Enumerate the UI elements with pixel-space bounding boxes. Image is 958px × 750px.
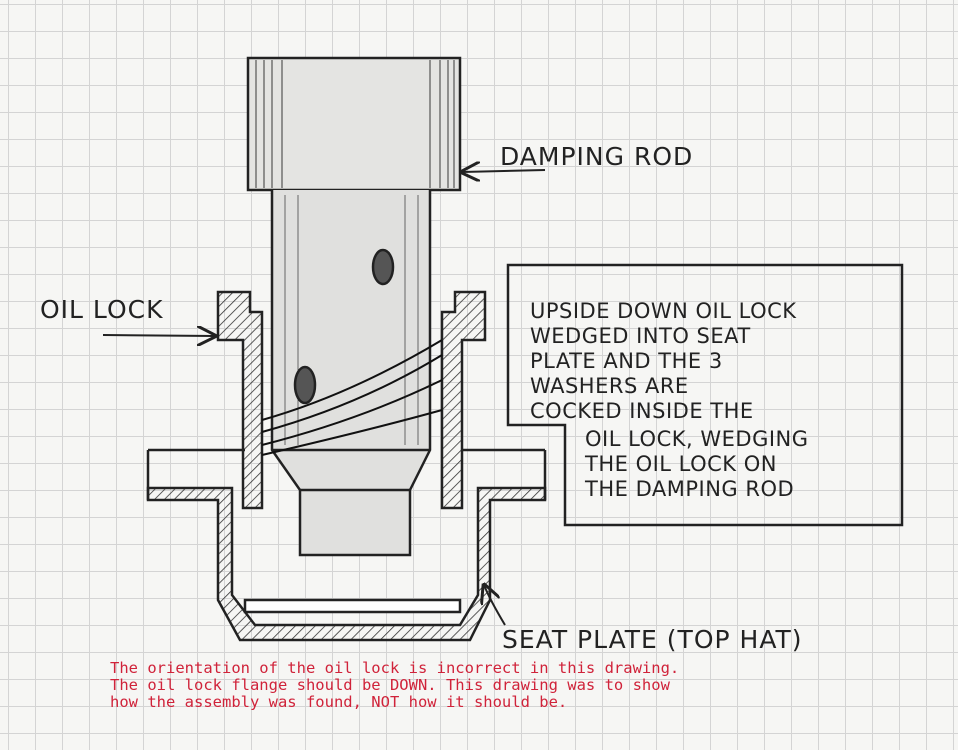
callout-line: COCKED INSIDE THE [530, 399, 754, 423]
callout-line: WEDGED INTO SEAT [530, 324, 751, 348]
damping-rod [246, 56, 462, 557]
seat-plate-arrow [484, 585, 506, 626]
callout-line: OIL LOCK, WEDGING [585, 427, 809, 451]
callout-line: WASHERS ARE [530, 374, 689, 398]
label-seat-plate: SEAT PLATE (TOP HAT) [502, 625, 803, 654]
oil-lock [216, 290, 487, 510]
callout-line: UPSIDE DOWN OIL LOCK [530, 299, 797, 323]
seat-plate [146, 448, 547, 642]
label-damping-rod: DAMPING ROD [500, 142, 693, 171]
rod-hole [371, 248, 395, 286]
note-line: The orientation of the oil lock is incor… [110, 659, 680, 677]
callout-line: THE DAMPING ROD [584, 477, 794, 501]
label-oil-lock: OIL LOCK [40, 295, 164, 324]
correction-note: The orientation of the oil lock is incor… [110, 660, 679, 711]
damping-rod-arrow [462, 170, 546, 172]
oil-lock-arrow [102, 335, 215, 336]
cocked-washers [261, 339, 443, 456]
callout-line: THE OIL LOCK ON [584, 452, 777, 476]
note-line: The oil lock flange should be DOWN. This… [110, 676, 670, 694]
note-line: how the assembly was found, NOT how it s… [110, 693, 568, 711]
callout-box: UPSIDE DOWN OIL LOCK WEDGED INTO SEAT PL… [506, 263, 904, 527]
rod-hole [293, 365, 317, 405]
callout-line: PLATE AND THE 3 [530, 349, 723, 373]
